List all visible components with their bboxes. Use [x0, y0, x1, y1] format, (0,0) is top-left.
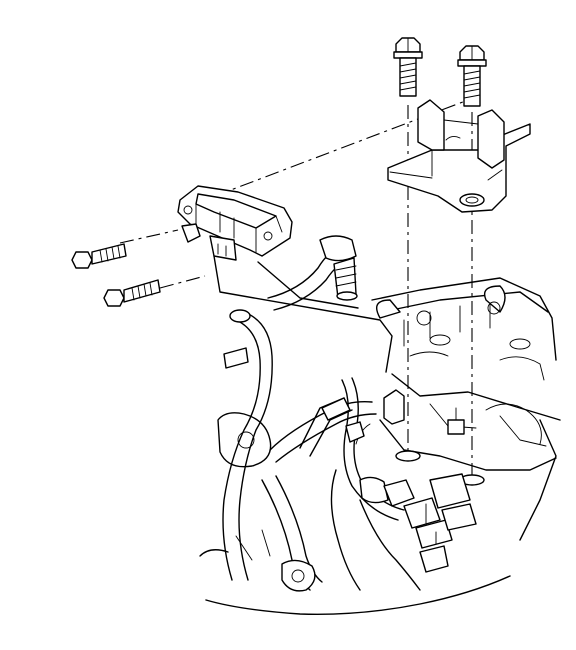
manifold-bosses — [409, 334, 545, 381]
module-bolt-upper-left — [71, 243, 127, 269]
ignition-control-module — [177, 185, 293, 261]
module-bolt-lower-left — [103, 279, 161, 307]
coolant-hoses — [199, 235, 511, 615]
intake-manifold-area — [213, 255, 561, 541]
wiring-harness — [330, 377, 477, 591]
bracket-bolt-left — [393, 37, 423, 97]
module-mounting-bracket — [387, 99, 531, 213]
bracket-bolt-right — [457, 45, 487, 107]
